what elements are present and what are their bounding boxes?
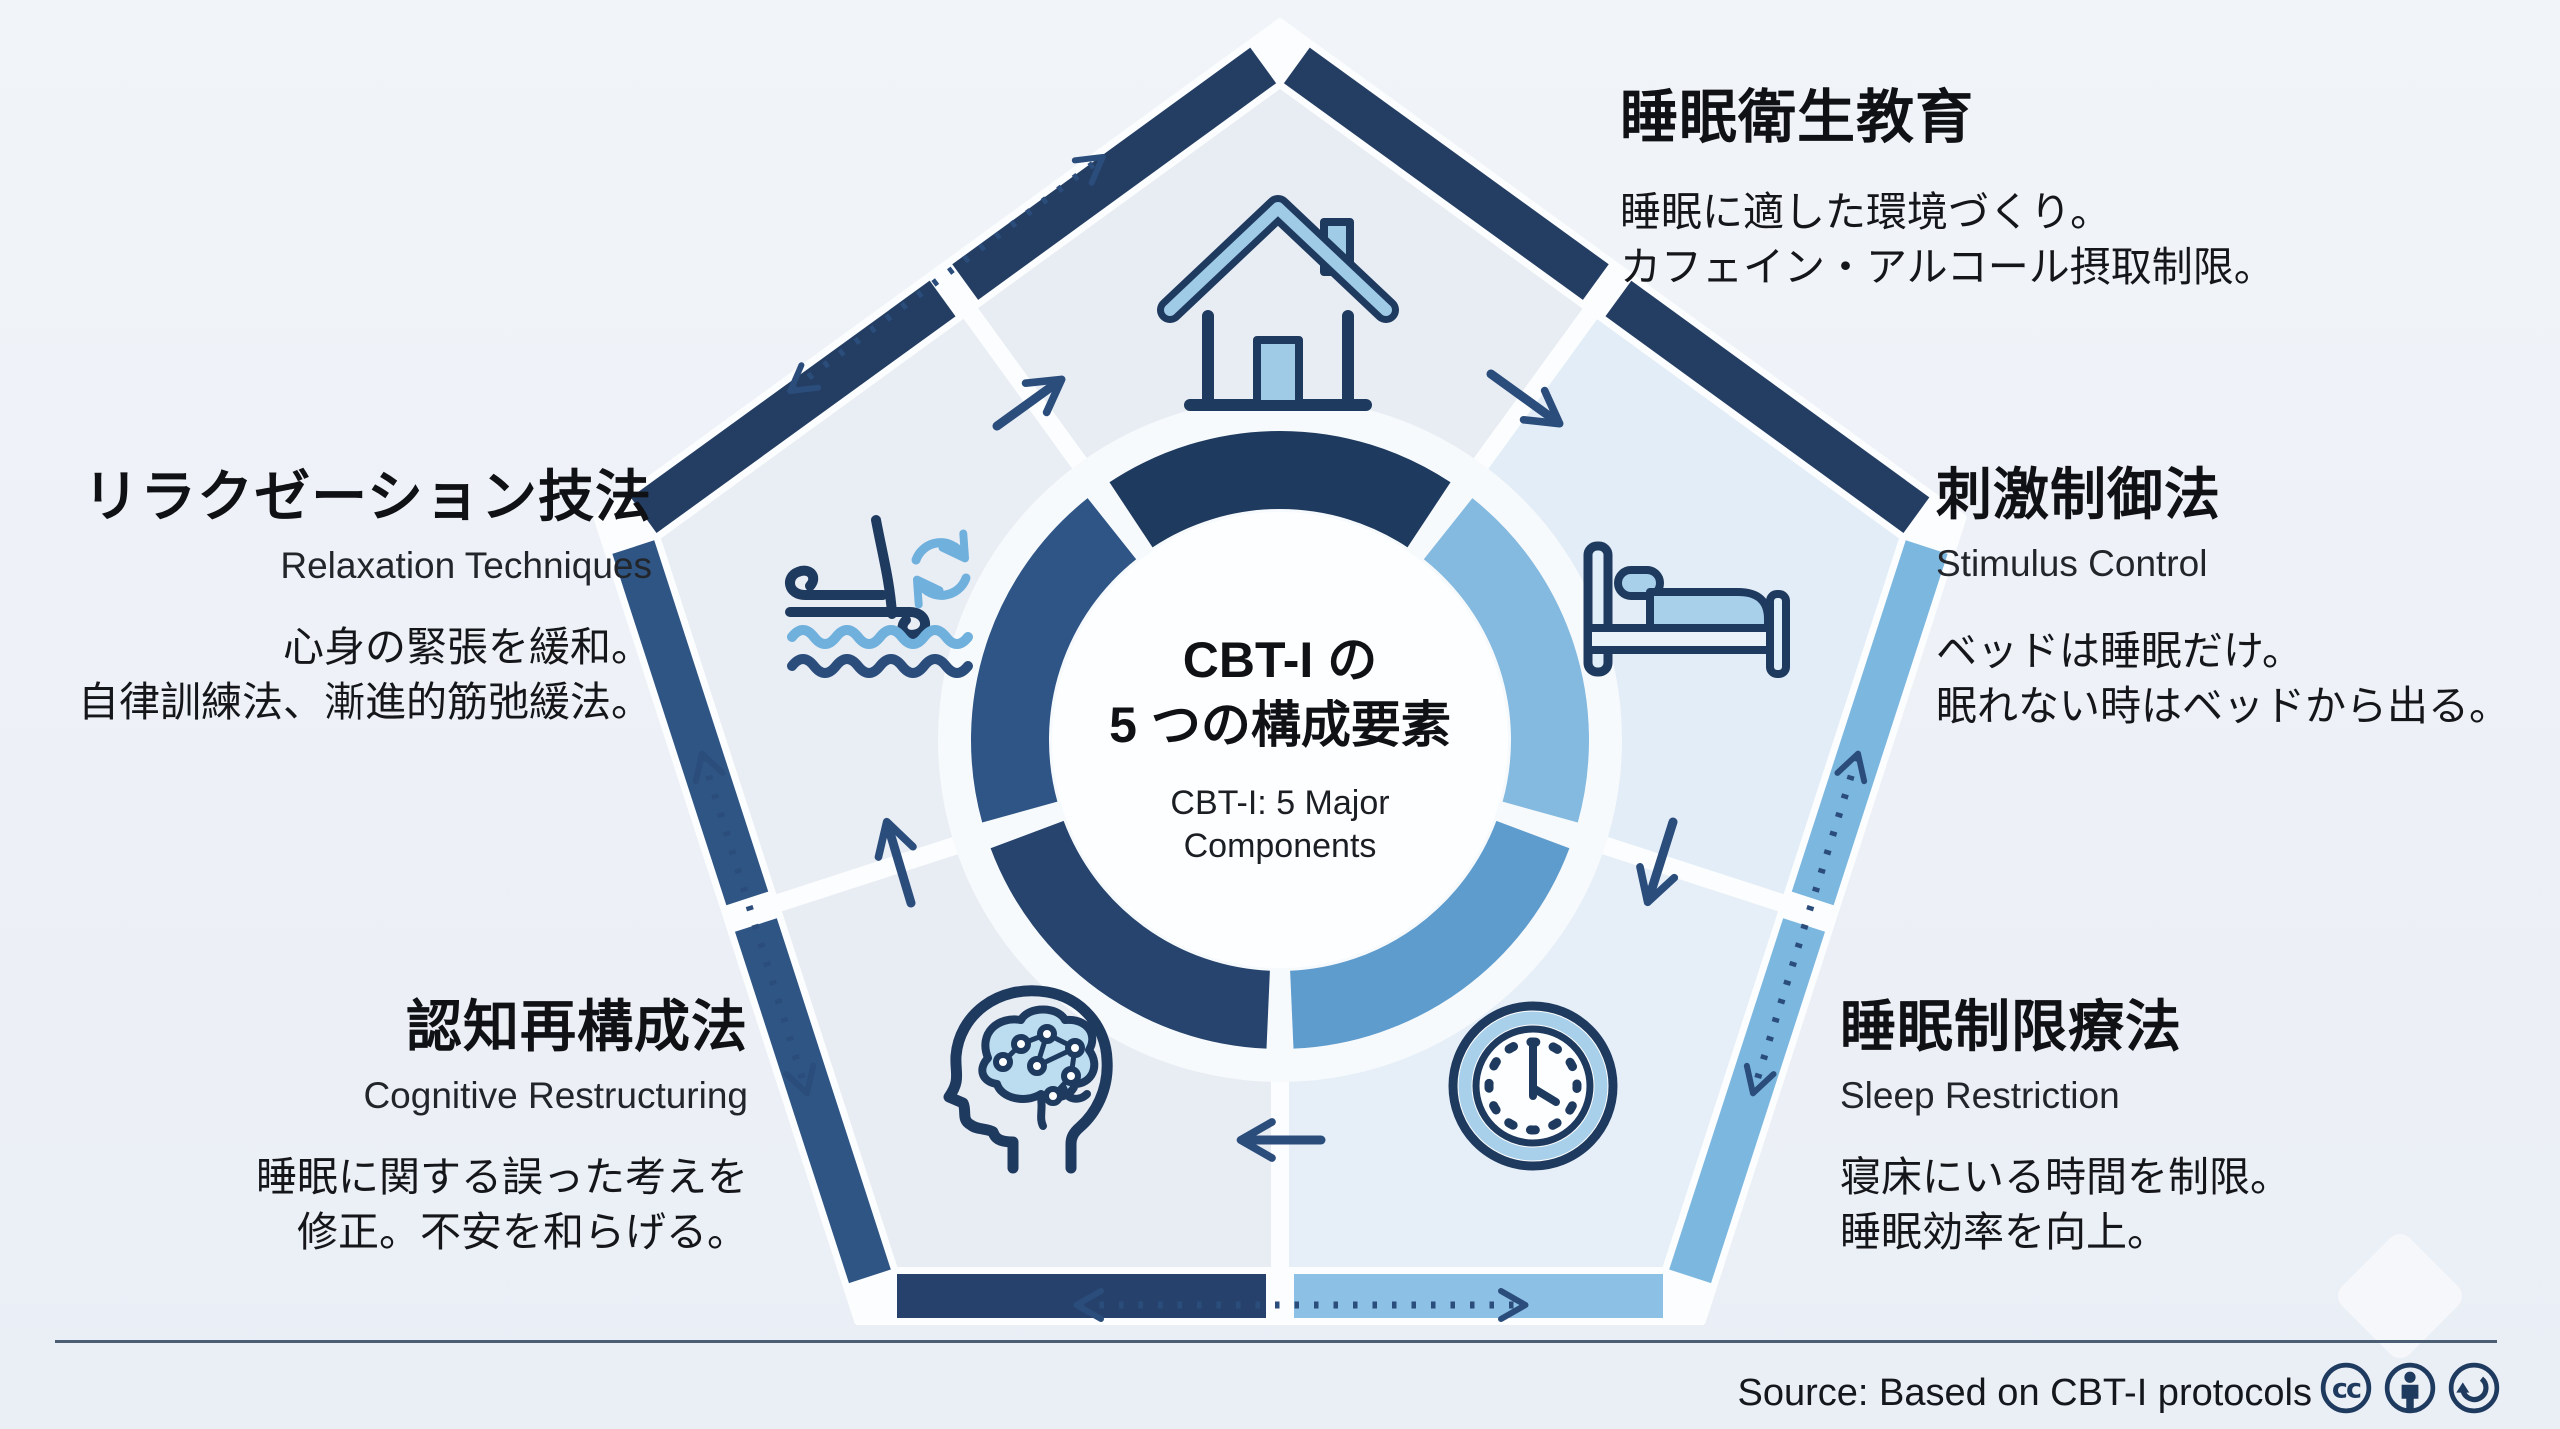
ring-arc-top <box>1109 430 1451 548</box>
arrow-top-to-right <box>1486 369 1564 428</box>
section-title: 睡眠制限療法 <box>1840 995 2182 1058</box>
section-body-line1: 寝床にいる時間を制限。 <box>1840 1153 2291 1200</box>
section-body-line2: カフェイン・アルコール摂取制限。 <box>1620 243 2275 290</box>
section-cognitive-restructuring: 認知再構成法 Cognitive Restructuring 睡眠に関する誤った… <box>256 995 748 1260</box>
section-body-line2: 眠れない時はベッドから出る。 <box>1936 682 2510 729</box>
house-icon <box>1157 195 1399 411</box>
section-sleep-hygiene: 睡眠衛生教育 睡眠に適した環境づくり。 カフェイン・アルコール摂取制限。 <box>1620 85 2275 295</box>
section-title: 睡眠衛生教育 <box>1620 85 1975 150</box>
section-subtitle: Stimulus Control <box>1936 542 2208 584</box>
section-subtitle: Cognitive Restructuring <box>363 1074 748 1116</box>
section-stimulus-control: 刺激制御法 Stimulus Control ベッドは睡眠だけ。 眠れない時はベ… <box>1936 463 2510 734</box>
arrow-bottomleft-to-left <box>874 817 917 908</box>
section-subtitle: Relaxation Techniques <box>280 544 652 586</box>
center-title-line1: CBT-I の <box>1182 632 1378 688</box>
center-subtitle-line2: Components <box>1183 826 1377 865</box>
footer-divider <box>55 1340 2497 1343</box>
source-attribution: Source: Based on CBT-I protocols <box>1737 1372 2312 1414</box>
section-title: 刺激制御法 <box>1936 463 2221 526</box>
wind-relaxation-icon <box>785 515 973 678</box>
center-subtitle-line1: CBT-I: 5 Major <box>1170 784 1390 822</box>
section-title: リラクゼーション技法 <box>83 465 652 528</box>
section-title: 認知再構成法 <box>406 995 748 1058</box>
cc-icon: cc <box>2320 1362 2372 1414</box>
ring-arc-right <box>1423 498 1589 823</box>
center-title-block: CBT-I の 5 つの構成要素 CBT-I: 5 Major Componen… <box>1040 628 1520 868</box>
section-relaxation: リラクゼーション技法 Relaxation Techniques 心身の緊張を緩… <box>78 465 652 730</box>
section-body-line1: ベッドは睡眠だけ。 <box>1936 627 2303 674</box>
bed-icon <box>1583 541 1790 678</box>
center-disk <box>1052 512 1508 968</box>
ring-arc-bottom-left <box>990 820 1271 1049</box>
section-subtitle: Sleep Restriction <box>1840 1074 2120 1116</box>
ring-arc-bottom-right <box>1289 820 1570 1049</box>
section-body-line2: 修正。不安を和らげる。 <box>297 1208 748 1255</box>
cc-by-person-icon <box>2384 1362 2436 1414</box>
center-title-line2: 5 つの構成要素 <box>1109 697 1451 753</box>
cc-sa-icon <box>2448 1362 2500 1414</box>
ring-arc-left <box>971 498 1137 823</box>
arrow-right-to-bottomright <box>1636 817 1679 907</box>
center-ring <box>971 430 1589 1049</box>
brain-head-icon <box>943 985 1113 1174</box>
section-body-line1: 睡眠に適した環境づくり。 <box>1620 188 2112 235</box>
section-body-line2: 睡眠効率を向上。 <box>1840 1208 2168 1255</box>
license-icons: cc <box>2318 1360 2502 1416</box>
section-body-line2: 自律訓練法、漸進的筋弛緩法。 <box>78 678 652 725</box>
section-body-line1: 心身の緊張を緩和。 <box>283 623 652 670</box>
clock-icon <box>1448 1001 1618 1171</box>
section-sleep-restriction: 睡眠制限療法 Sleep Restriction 寝床にいる時間を制限。 睡眠効… <box>1840 995 2291 1260</box>
cc-icon-label: cc <box>2332 1373 2361 1404</box>
section-body-line1: 睡眠に関する誤った考えを <box>256 1153 748 1200</box>
